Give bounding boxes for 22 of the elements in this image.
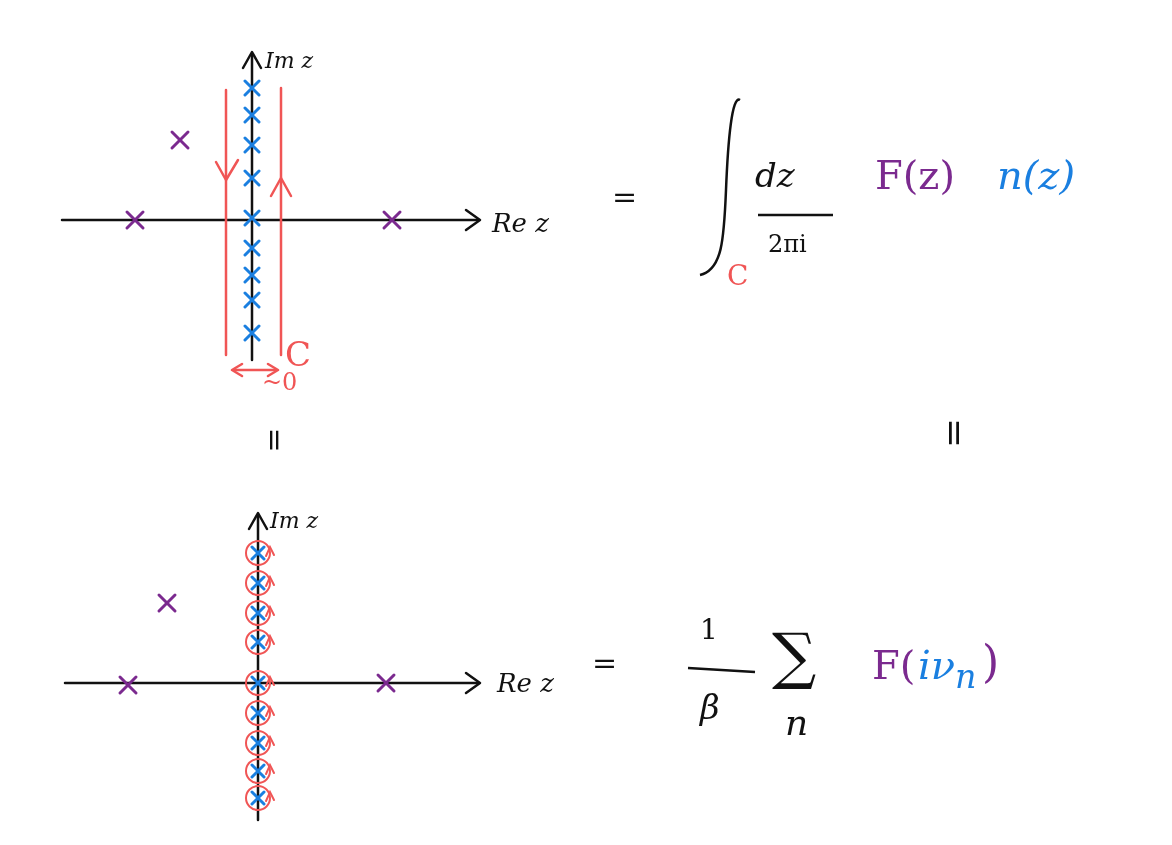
sum-index: n [785,705,809,741]
numerator: 1 [700,616,718,644]
denominator: β [700,690,720,724]
axis-label: Im z [270,510,319,532]
equals-sign: = [937,417,974,449]
equals-sign: = [259,427,290,453]
contour-label: C [285,337,311,371]
function-term: ) [982,640,1000,684]
sum-sign: ∑ [772,625,817,687]
contour-subscript: C [727,262,749,290]
equals-sign: = [592,648,618,678]
function-term: F( [872,645,916,685]
axis-label: Im z [265,50,314,72]
axis-label: Re z [497,670,554,696]
axis-label: Re z [492,210,549,236]
function-term: F(z) [875,155,956,195]
equals-sign: = [612,182,638,212]
denominator: 2πi [768,232,807,256]
frequency-term: iν$_{n}$ [918,645,977,694]
occupation-term: n(z) [997,155,1076,195]
width-label: ~0 [262,370,298,394]
numerator: dz [755,158,795,192]
